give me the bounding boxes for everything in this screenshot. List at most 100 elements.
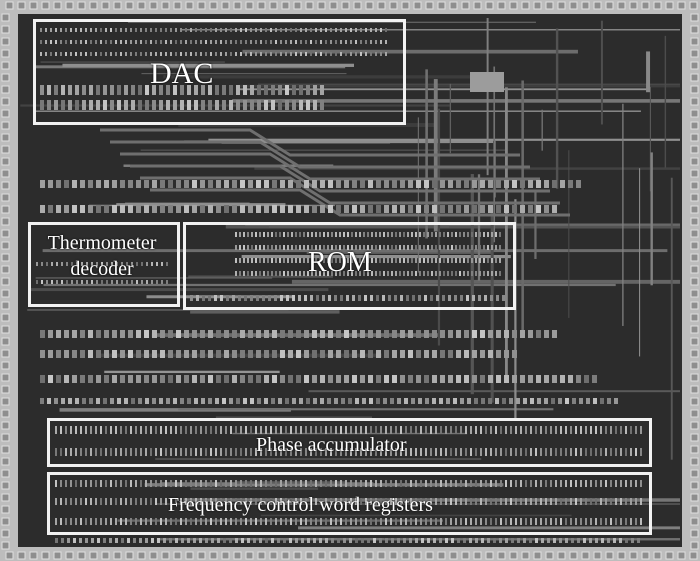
std-cell <box>95 480 97 487</box>
std-cell <box>90 480 92 487</box>
std-cell <box>352 205 357 213</box>
bond-pad <box>461 551 470 560</box>
std-cell <box>117 85 121 95</box>
std-cell <box>286 295 289 301</box>
std-cell <box>313 538 316 543</box>
std-cell <box>400 518 402 525</box>
std-cell <box>351 258 353 263</box>
std-cell <box>127 538 130 543</box>
std-cell <box>576 375 581 383</box>
std-cell <box>512 375 517 383</box>
std-cell <box>391 538 394 543</box>
std-cell <box>181 538 184 543</box>
std-cell <box>96 180 101 188</box>
std-cell <box>210 40 212 44</box>
std-cell <box>610 518 612 525</box>
std-cell <box>255 518 257 525</box>
std-cell <box>430 498 432 505</box>
std-cell <box>399 271 401 276</box>
std-cell <box>278 85 282 95</box>
std-cell <box>415 271 417 276</box>
std-cell <box>124 100 128 110</box>
std-cell <box>344 180 349 188</box>
std-cell <box>304 330 309 338</box>
std-cell <box>443 258 445 263</box>
std-cell <box>383 398 387 404</box>
std-cell <box>410 518 412 525</box>
std-cell <box>335 448 337 456</box>
std-cell <box>510 518 512 525</box>
bond-pad <box>1 169 10 178</box>
std-cell <box>560 498 562 505</box>
std-cell <box>425 448 427 456</box>
std-cell <box>425 518 427 525</box>
std-cell <box>225 28 227 32</box>
bond-pad <box>629 1 638 10</box>
bond-pad <box>690 361 699 370</box>
std-cell <box>210 498 212 505</box>
std-cell <box>112 180 117 188</box>
std-cell <box>515 518 517 525</box>
std-cell <box>95 40 97 44</box>
std-cell <box>244 295 247 301</box>
std-cell <box>292 398 296 404</box>
std-cell <box>115 28 117 32</box>
std-cell <box>128 350 133 358</box>
std-cell <box>340 498 342 505</box>
std-cell <box>472 205 477 213</box>
std-cell <box>40 52 42 56</box>
std-cell <box>328 180 333 188</box>
std-cell <box>512 205 517 213</box>
std-cell <box>271 538 274 543</box>
std-cell <box>419 271 421 276</box>
std-cell <box>485 498 487 505</box>
std-cell <box>394 295 397 301</box>
std-cell <box>296 180 301 188</box>
std-cell <box>267 258 269 263</box>
std-cell <box>595 518 597 525</box>
std-cell <box>235 258 237 263</box>
std-cell <box>605 480 607 487</box>
std-cell <box>495 480 497 487</box>
std-cell <box>280 330 285 338</box>
std-cell <box>210 52 212 56</box>
std-cell <box>360 375 365 383</box>
std-cell <box>320 28 322 32</box>
std-cell <box>405 448 407 456</box>
std-cell <box>125 518 127 525</box>
std-cell <box>130 40 132 44</box>
std-cell <box>483 232 485 237</box>
std-cell <box>472 295 475 301</box>
std-cell <box>112 205 117 213</box>
std-cell <box>490 448 492 456</box>
std-cell <box>330 40 332 44</box>
std-cell <box>66 280 68 284</box>
std-cell <box>625 518 627 525</box>
std-cell <box>295 518 297 525</box>
std-cell <box>214 295 217 301</box>
std-cell <box>315 52 317 56</box>
metal-trace <box>237 88 647 91</box>
std-cell <box>166 100 170 110</box>
std-cell <box>65 498 67 505</box>
std-cell <box>350 480 352 487</box>
std-cell <box>195 426 197 434</box>
std-cell <box>480 448 482 456</box>
std-cell <box>446 398 450 404</box>
std-cell <box>464 205 469 213</box>
std-cell <box>583 538 586 543</box>
std-cell <box>425 498 427 505</box>
std-cell <box>487 538 490 543</box>
std-cell <box>288 350 293 358</box>
std-cell <box>400 448 402 456</box>
std-cell <box>280 350 285 358</box>
std-cell <box>471 232 473 237</box>
std-cell <box>403 232 405 237</box>
std-cell <box>520 180 525 188</box>
std-cell <box>64 330 69 338</box>
std-cell <box>80 448 82 456</box>
std-cell <box>60 28 62 32</box>
bond-pad <box>341 1 350 10</box>
std-cell <box>419 245 421 250</box>
std-cell <box>91 262 93 266</box>
